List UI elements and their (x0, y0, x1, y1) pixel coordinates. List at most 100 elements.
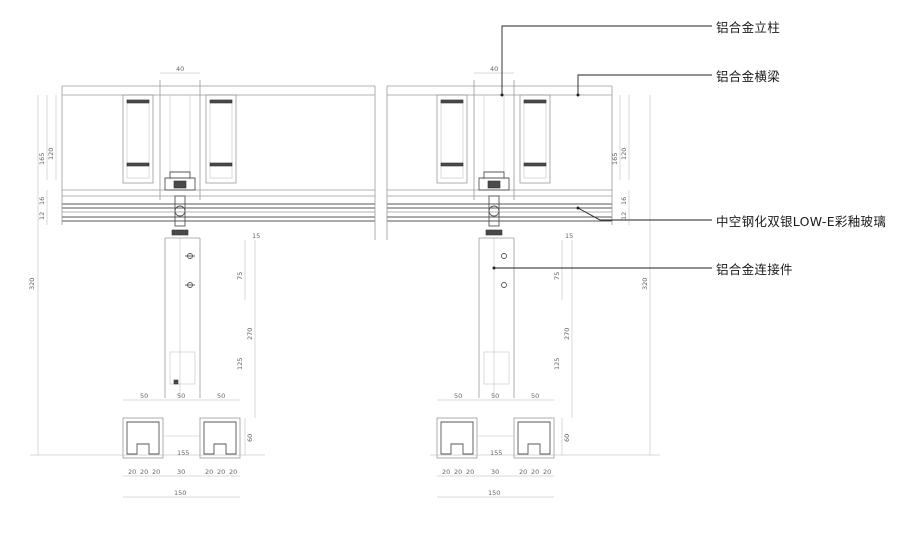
dim-20: 20 (128, 468, 136, 476)
gasket (126, 99, 150, 104)
dim-50: 50 (140, 392, 148, 400)
dim-60: 60 (246, 434, 254, 442)
gasket (440, 99, 464, 104)
dim-320: 320 (641, 278, 649, 290)
clamp-core (487, 180, 501, 189)
transom-inner (209, 99, 233, 179)
tube-section (126, 421, 160, 455)
leader-dot (576, 93, 580, 97)
dim-50: 50 (491, 392, 499, 400)
dim-320: 320 (28, 278, 36, 290)
dim-50: 50 (217, 392, 225, 400)
dim-165: 165 (611, 153, 619, 165)
dim-155: 155 (490, 449, 502, 457)
dim-10: 20 (140, 468, 148, 476)
transom-profile (205, 94, 237, 184)
clamp-core (173, 180, 187, 189)
steel-tube (122, 417, 164, 459)
tube-section (203, 421, 237, 455)
leader-dot (492, 266, 496, 270)
dim-20: 20 (531, 468, 539, 476)
dim-270: 270 (246, 328, 254, 340)
leaders (492, 25, 712, 270)
dim-10: 20 (217, 468, 225, 476)
clamp-top (169, 171, 191, 179)
dim-50: 50 (531, 392, 539, 400)
dim-50: 50 (454, 392, 462, 400)
dim-15: 15 (565, 232, 573, 240)
left-detail: 40 320 (28, 65, 376, 498)
plate (483, 351, 510, 385)
label-mullion: 铝合金立柱 (716, 20, 781, 35)
dim-40: 40 (490, 65, 498, 73)
dim-270: 270 (563, 328, 571, 340)
dim-125: 125 (236, 358, 244, 370)
bolt-icon (501, 253, 507, 259)
dim-20: 20 (205, 468, 213, 476)
dim-20: 20 (519, 468, 527, 476)
dim-20: 20 (543, 468, 551, 476)
transom-profile (519, 94, 551, 184)
dim-16: 16 (38, 197, 46, 205)
label-connector: 铝合金连接件 (716, 262, 793, 277)
transom-inner (523, 99, 547, 179)
leader-glass (577, 207, 712, 221)
connector-head (171, 229, 189, 236)
dim-20: 20 (229, 468, 237, 476)
dim-60: 60 (563, 434, 571, 442)
dim-150: 150 (488, 489, 500, 497)
dim-12: 12 (620, 212, 628, 220)
gasket (126, 162, 150, 167)
label-transom: 铝合金横梁 (716, 69, 781, 84)
dim-150: 150 (174, 489, 186, 497)
dim-20: 20 (152, 468, 160, 476)
dim-75: 75 (236, 272, 244, 280)
steel-tube (436, 417, 478, 459)
transom-inner (440, 99, 464, 179)
connector-head (485, 229, 503, 236)
label-glass: 中空钢化双银LOW-E彩釉玻璃 (716, 214, 887, 229)
leader-transom (577, 74, 712, 95)
leader-dot (500, 93, 504, 97)
dim-30: 30 (177, 468, 185, 476)
dim-125: 125 (553, 358, 561, 370)
gasket (523, 99, 547, 104)
bolt-icon (501, 282, 507, 288)
plate (169, 351, 196, 385)
dim-12: 12 (38, 212, 46, 220)
dim-16: 16 (620, 197, 628, 205)
dim-120: 120 (47, 148, 55, 160)
bolt-shaft (488, 195, 500, 227)
gasket (523, 162, 547, 167)
bolt-icon (488, 205, 500, 217)
dim-20: 20 (442, 468, 450, 476)
steel-tube (513, 417, 555, 459)
transom-profile (436, 94, 468, 184)
clamp-top (483, 171, 505, 179)
tube-section (440, 421, 474, 455)
dim-50: 50 (177, 392, 185, 400)
transom-inner (126, 99, 150, 179)
transom-profile (122, 94, 154, 184)
weld (173, 379, 179, 385)
gasket (209, 99, 233, 104)
leader-dot (576, 206, 580, 210)
tube-section (517, 421, 551, 455)
dim-155: 155 (177, 449, 189, 457)
bolt-icon (174, 205, 186, 217)
dim-75: 75 (553, 272, 561, 280)
dim-30: 30 (491, 468, 499, 476)
dim-40: 40 (176, 65, 184, 73)
right-detail: 40 320 165 120 16 12 270 (386, 65, 660, 498)
dim-165: 165 (38, 153, 46, 165)
dim-20: 20 (466, 468, 474, 476)
dim-15: 15 (252, 232, 260, 240)
dim-20: 20 (454, 468, 462, 476)
dim-120: 120 (620, 148, 628, 160)
gasket (440, 162, 464, 167)
leader-mullion (501, 25, 712, 95)
bolt-shaft (174, 195, 186, 227)
gasket (209, 162, 233, 167)
